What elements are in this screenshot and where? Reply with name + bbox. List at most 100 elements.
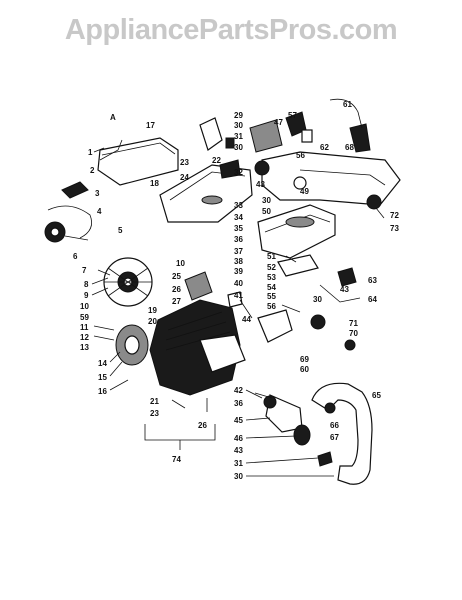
- callout-38: 38: [234, 257, 243, 266]
- callout-16: 16: [98, 387, 107, 396]
- callout-57: 57: [288, 111, 297, 120]
- callout-26: 26: [172, 285, 181, 294]
- throttle-linkage-part: [257, 254, 361, 351]
- callout-56: 56: [296, 151, 305, 160]
- callout-9: 9: [84, 291, 89, 300]
- callout-69: 69: [300, 355, 309, 364]
- callout-3: 3: [95, 189, 100, 198]
- clutch-part: [115, 324, 149, 366]
- callout-20: 20: [148, 317, 157, 326]
- ignition-module-part: [227, 291, 253, 319]
- callout-51: 51: [267, 252, 276, 261]
- callout-2: 2: [90, 166, 95, 175]
- spark-plug-part: [199, 117, 241, 179]
- callout-37: 37: [234, 247, 243, 256]
- callout-24: 24: [180, 173, 189, 182]
- callout-8: 8: [84, 280, 89, 289]
- carburetor-part: [249, 98, 371, 153]
- engine-shroud-part: [159, 164, 253, 223]
- callout-13: 13: [80, 343, 89, 352]
- callout-46: 46: [234, 434, 243, 443]
- callout-45: 45: [234, 416, 243, 425]
- callout-30b: 30: [234, 143, 243, 152]
- callout-30a: 30: [234, 121, 243, 130]
- callout-23b: 23: [150, 409, 159, 418]
- callout-10a: 10: [176, 259, 185, 268]
- callout-33: 33: [234, 201, 243, 210]
- callout-31a: 31: [234, 132, 243, 141]
- callout-52: 52: [267, 263, 276, 272]
- callout-29: 29: [234, 111, 243, 120]
- callout-15: 15: [98, 373, 107, 382]
- callout-12: 12: [80, 333, 89, 342]
- callout-18: 18: [150, 179, 159, 188]
- callout-73: 73: [390, 224, 399, 233]
- callout-30d: 30: [313, 295, 322, 304]
- callout-54: 54: [267, 283, 276, 292]
- engine-block-part: [149, 271, 246, 396]
- callout-17: 17: [146, 121, 155, 130]
- callout-30c: 30: [262, 196, 271, 205]
- callout-11: 11: [80, 323, 89, 332]
- callout-68: 68: [345, 143, 354, 152]
- callout-71: 71: [349, 319, 358, 328]
- callout-30e: 30: [234, 472, 243, 481]
- callout-47: 47: [274, 118, 283, 127]
- callout-53: 53: [267, 273, 276, 282]
- callout-4: 4: [97, 207, 102, 216]
- callout-5: 5: [118, 226, 123, 235]
- group-bracket-74: [144, 424, 216, 450]
- callout-49: 49: [300, 187, 309, 196]
- callout-42: 42: [234, 386, 243, 395]
- callout-21: 21: [150, 397, 159, 406]
- callout-65: 65: [372, 391, 381, 400]
- callout-72: 72: [390, 211, 399, 220]
- callout-22: 22: [212, 156, 221, 165]
- callout-74: 74: [172, 455, 181, 464]
- callout-70: 70: [349, 329, 358, 338]
- flywheel-part: [103, 257, 153, 307]
- callout-44: 44: [242, 315, 251, 324]
- callout-36b: 36: [234, 399, 243, 408]
- callout-31b: 31: [234, 459, 243, 468]
- starter-assembly-part: [44, 181, 93, 243]
- callout-14: 14: [98, 359, 107, 368]
- callout-43c: 43: [234, 446, 243, 455]
- callout-40: 40: [234, 279, 243, 288]
- callout-32: 32: [234, 168, 243, 177]
- callout-67: 67: [330, 433, 339, 442]
- fuel-tank-part: [257, 204, 336, 259]
- callout-39: 39: [234, 267, 243, 276]
- callout-62: 62: [320, 143, 329, 152]
- callout-27: 27: [172, 297, 181, 306]
- callout-1: 1: [88, 148, 93, 157]
- callout-55: 55: [267, 292, 276, 301]
- callout-25: 25: [172, 272, 181, 281]
- leader-lines: [91, 147, 385, 477]
- callout-50: 50: [262, 207, 271, 216]
- front-handle-part: [311, 382, 373, 485]
- callout-60: 60: [300, 365, 309, 374]
- callout-34: 34: [234, 213, 243, 222]
- callout-26b: 26: [198, 421, 207, 430]
- callout-56b: 56: [267, 302, 276, 311]
- callout-23: 23: [180, 158, 189, 167]
- callout-7: 7: [82, 266, 87, 275]
- callout-35: 35: [234, 224, 243, 233]
- muffler-part: [254, 392, 311, 446]
- callout-43a: 43: [256, 180, 265, 189]
- callout-19: 19: [148, 306, 157, 315]
- callout-43b: 43: [340, 285, 349, 294]
- callout-A: A: [110, 113, 116, 122]
- callout-6: 6: [73, 252, 78, 261]
- filter-cover-part: [97, 137, 179, 186]
- callout-labels: A 17 1 18 2 3 4 5 6 7 29 30 31 30 22 23 …: [73, 100, 399, 481]
- callout-66: 66: [330, 421, 339, 430]
- callout-41: 41: [234, 291, 243, 300]
- rear-handle-part: [254, 151, 401, 210]
- callout-10: 10: [80, 302, 89, 311]
- callout-63: 63: [368, 276, 377, 285]
- watermark-text: AppliancePartsPros.com: [64, 14, 398, 46]
- callout-64: 64: [368, 295, 377, 304]
